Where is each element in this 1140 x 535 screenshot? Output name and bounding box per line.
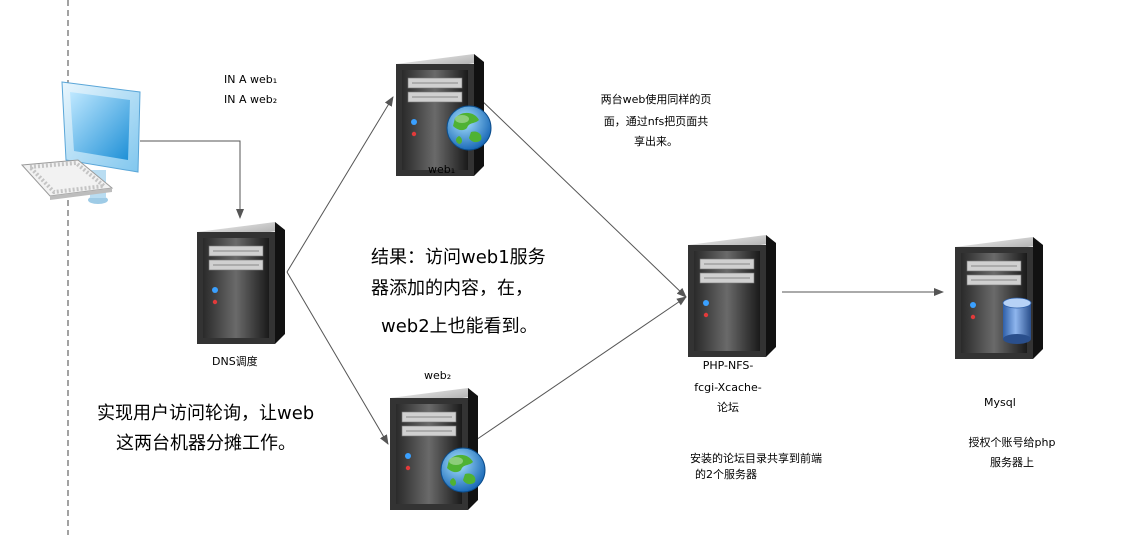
result-note-line2: 器添加的内容，在， xyxy=(371,278,533,299)
dns-to-web2-arrow xyxy=(286,271,389,445)
shared-pages-note-line1: 两台web使用同样的页 xyxy=(600,93,712,106)
web2-label: web₂ xyxy=(424,369,452,382)
web1-label: web₁ xyxy=(428,163,456,176)
forum-share-note-line1: 安装的论坛目录共享到前端 xyxy=(690,452,822,465)
web1-to-php-arrow xyxy=(477,96,687,298)
web2-to-php-arrow xyxy=(469,296,687,445)
shared-pages-note-line2: 面，通过nfs把页面共 xyxy=(603,115,709,128)
dns-label: DNS调度 xyxy=(212,355,258,368)
mysql-label: Mysql xyxy=(984,396,1016,409)
database-icon xyxy=(1002,297,1032,344)
php-server-icon xyxy=(687,234,777,358)
result-note-line1: 结果：访问web1服务 xyxy=(371,247,546,268)
grant-note-line1: 授权个账号给php xyxy=(968,436,1056,449)
grant-note-line2: 服务器上 xyxy=(990,456,1034,469)
php-label-line3: 论坛 xyxy=(717,401,739,414)
polling-note-line1: 实现用户访问轮询，让web xyxy=(97,403,315,424)
dns-record-web1: IN A web₁ xyxy=(224,73,278,86)
dns-server-icon xyxy=(196,221,286,345)
web1-globe-icon xyxy=(446,105,492,151)
shared-pages-note-line3: 享出来。 xyxy=(634,135,678,148)
forum-share-note-line2: 的2个服务器 xyxy=(695,468,757,481)
php-label-line1: PHP-NFS- xyxy=(702,359,754,372)
polling-note-line2: 这两台机器分摊工作。 xyxy=(116,433,296,454)
php-label-line2: fcgi-Xcache- xyxy=(694,381,762,394)
client-computer-icon xyxy=(20,81,141,204)
client-to-dns-arrow xyxy=(140,140,244,219)
result-note-line3: web2上也能看到。 xyxy=(381,316,538,337)
dns-to-web1-arrow xyxy=(286,96,394,273)
dns-record-web2: IN A web₂ xyxy=(224,93,278,106)
web2-globe-icon xyxy=(440,447,486,493)
